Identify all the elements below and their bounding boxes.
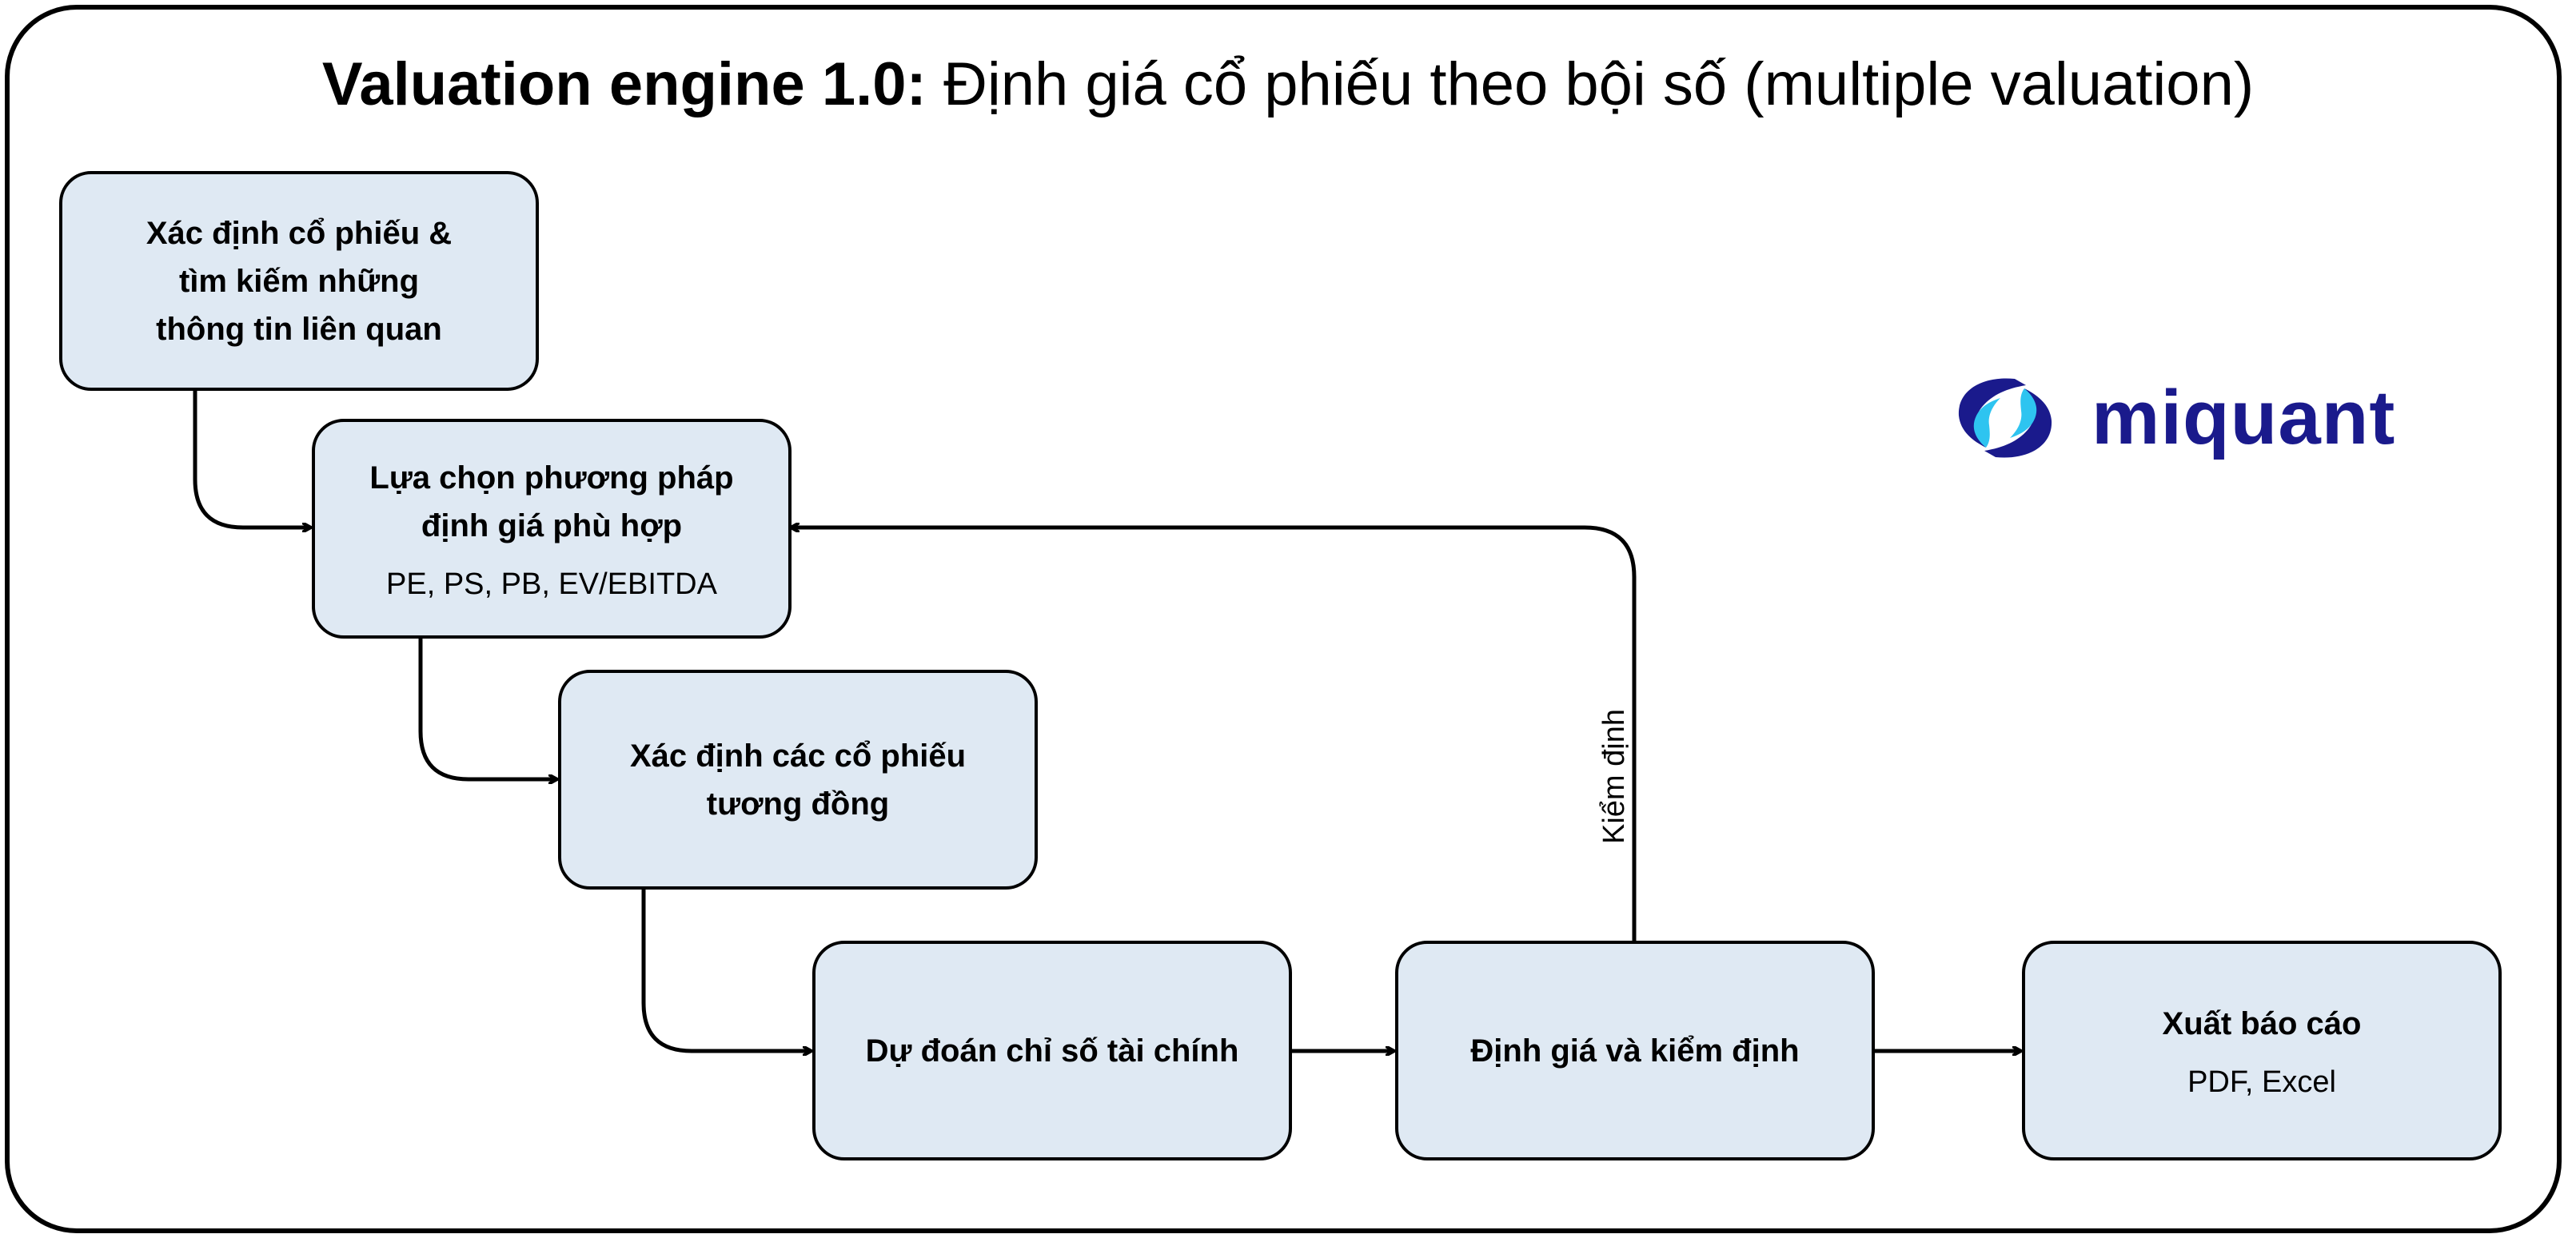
step-export-report: Xuất báo cáo PDF, Excel — [2022, 941, 2502, 1160]
step-forecast-ratios-label: Dự đoán chỉ số tài chính — [865, 1033, 1239, 1069]
edge-validate-loop — [792, 527, 1637, 941]
step-peer-stocks-label: Xác định các cổ phiếu tương đồng — [629, 738, 967, 822]
miquant-logo-icon — [1958, 378, 2052, 458]
step-choose-method-label: Lựa chọn phương pháp định giá phù hợp — [369, 460, 734, 543]
validate-edge-label: Kiểm định — [1597, 709, 1631, 844]
step-peer-stocks: Xác định các cổ phiếu tương đồng — [558, 670, 1038, 890]
diagram-title: Valuation engine 1.0: Định giá cổ phiếu … — [0, 50, 2576, 119]
step-choose-method-sub: PE, PS, PB, EV/EBITDA — [386, 567, 717, 601]
step-valuation-validation-label: Định giá và kiểm định — [1470, 1033, 1800, 1069]
edge-step1-to-step2 — [193, 389, 310, 527]
step-identify-stock-label: Xác định cổ phiếu & tìm kiếm những thông… — [146, 215, 453, 347]
step-identify-stock: Xác định cổ phiếu & tìm kiếm những thông… — [59, 171, 539, 391]
title-regular: Định giá cổ phiếu theo bội số (multiple … — [926, 50, 2255, 118]
step-choose-method: Lựa chọn phương pháp định giá phù hợp PE… — [312, 419, 792, 639]
step-valuation-validation: Định giá và kiểm định — [1395, 941, 1875, 1160]
miquant-logo-text: miquant — [2092, 375, 2396, 460]
step-export-report-sub: PDF, Excel — [2187, 1065, 2336, 1099]
step-export-report-label: Xuất báo cáo — [2162, 1005, 2362, 1041]
edge-step3-to-step4 — [641, 889, 811, 1051]
title-bold: Valuation engine 1.0: — [321, 50, 927, 118]
step-forecast-ratios: Dự đoán chỉ số tài chính — [812, 941, 1292, 1160]
edge-step2-to-step3 — [418, 637, 556, 779]
miquant-logo: miquant — [1951, 374, 2430, 462]
